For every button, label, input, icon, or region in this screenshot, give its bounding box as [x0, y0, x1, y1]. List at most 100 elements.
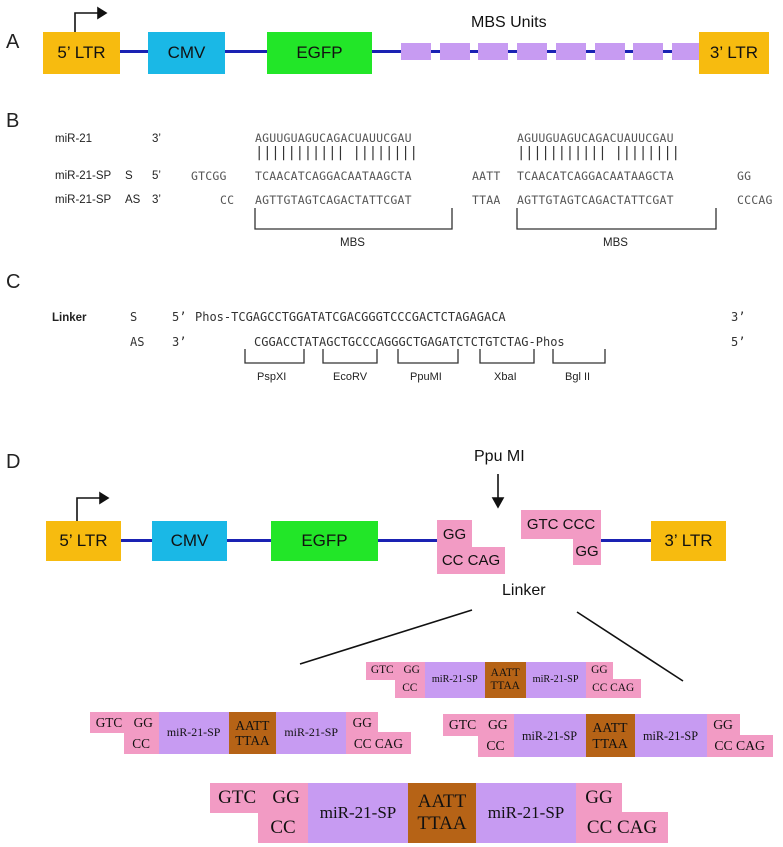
insert-text-cc-cag: CC CAG	[592, 682, 635, 695]
as-mbs-seq-right: AGTTGTAGTCAGACTATTCGAT	[517, 193, 674, 207]
insert-text-cc: CC	[270, 816, 296, 838]
mbs-label-right: MBS	[603, 237, 628, 249]
right-sticky-top: GTC CCC	[521, 510, 601, 539]
insert-text-sp: miR-21-SP	[319, 803, 397, 823]
linker-s-strand: S	[130, 310, 138, 324]
spacer-right-sp: miR-21-SP	[634, 714, 707, 758]
left-sticky-top: GG	[437, 520, 472, 548]
spacer-right-sp: miR-21-SP	[525, 662, 586, 698]
linker-as-seq: CGGACCTATAGCTGCCCAGGGCTGAGATCTCTGTCTAG-P…	[254, 335, 565, 349]
ltr5-box-a: 5’ LTR	[43, 32, 120, 74]
mir21-end: 3’	[152, 133, 161, 145]
insert-text-cc-cag: CC CAG	[353, 735, 403, 751]
linker-as-end3: 3’	[172, 335, 187, 349]
panel-label-b: B	[6, 110, 20, 132]
site-label-ppumi: PpuMI	[410, 371, 442, 383]
spacer-left-sp: miR-21-SP	[513, 714, 586, 758]
promoter-arrow-a	[74, 6, 108, 32]
cmv-box-d: CMV	[152, 521, 227, 561]
site-bracket-ppumi	[397, 349, 459, 364]
sticky-cc-cag: CC CAG	[346, 732, 411, 754]
site-bracket-ecorv	[322, 349, 378, 364]
insert-text-gg: GG	[713, 716, 733, 732]
promoter-arrow-d	[76, 491, 110, 521]
insert-text-cc: CC	[486, 738, 505, 754]
as-right-seq: CCCAG	[737, 193, 773, 207]
panel-label-d: D	[6, 451, 21, 473]
sp-s-strand: S	[125, 170, 133, 182]
mbs-bracket-left	[254, 208, 453, 230]
mbs-unit	[555, 43, 586, 60]
insert-text-ttaa: TTAA	[490, 680, 520, 692]
insert-text-gtc: GTC	[218, 787, 257, 809]
mbs-unit	[671, 43, 702, 60]
pairing-ticks-right: ||||||||||| ||||||||	[517, 145, 680, 161]
s-right-seq: GG	[737, 169, 752, 183]
insert-text-ttaa: TTAA	[592, 735, 628, 751]
sticky-cc-cag: CC CAG	[706, 734, 773, 758]
ppumi-down-arrow	[491, 474, 505, 509]
linker-as-strand: AS	[130, 335, 145, 349]
mbs-unit	[478, 43, 509, 60]
insert-text-aatt: AATT	[490, 666, 520, 679]
insert-text-sp: miR-21-SP	[431, 674, 478, 686]
site-bracket-pspxi	[244, 349, 305, 364]
insert-text-sp: miR-21-SP	[284, 725, 338, 740]
egfp-box-d: EGFP	[271, 521, 378, 561]
sticky-cc: CC	[258, 812, 308, 843]
s-left-seq: GTCGG	[191, 169, 227, 183]
s-mid-seq: AATT	[472, 169, 501, 183]
site-bracket-bglii	[552, 349, 606, 364]
pairing-ticks-left: ||||||||||| ||||||||	[255, 145, 418, 161]
mir21-seq-left: AGUUGUAGUCAGACUAUUCGAU	[255, 131, 412, 145]
insert-text-aatt: AATT	[417, 791, 467, 813]
zoom-line-right	[576, 611, 684, 682]
egfp-box-a: EGFP	[267, 32, 372, 74]
s-mbs-seq-left: TCAACATCAGGACAATAAGCTA	[255, 169, 412, 183]
sp-as-label: miR-21-SP	[55, 194, 112, 206]
mbs-unit	[633, 43, 664, 60]
insert-text-sp: miR-21-SP	[487, 803, 565, 823]
site-label-bglii: Bgl II	[565, 371, 591, 383]
sp-as-end: 3’	[152, 194, 161, 206]
spacer-right-sp: miR-21-SP	[276, 712, 347, 754]
mbs-unit	[439, 43, 470, 60]
insert-text-gtc: GTC	[95, 714, 123, 730]
as-left-seq: CC	[220, 193, 235, 207]
insert-text-cc: CC	[132, 735, 150, 751]
sticky-gtc-gg: GTC GG	[90, 712, 159, 733]
sticky-gtc-gg: GTC GG	[443, 714, 514, 736]
insert-text-gg: GG	[487, 716, 508, 732]
insert-text-cc: CC	[402, 682, 418, 695]
sticky-gg-right: GG	[576, 783, 622, 813]
site-bracket-xbai	[479, 349, 535, 364]
insert-text-sp: miR-21-SP	[642, 728, 699, 743]
sticky-gg-right: GG	[585, 662, 614, 680]
spacer-left-sp: miR-21-SP	[158, 712, 229, 754]
insert-text-gtc: GTC	[448, 716, 477, 732]
sticky-gg-right: GG	[346, 712, 379, 733]
insert-text-cc-cag: CC CAG	[586, 816, 658, 838]
mbs-unit	[594, 43, 625, 60]
spacer-left-sp: miR-21-SP	[424, 662, 485, 698]
ppumi-label: Ppu MI	[474, 448, 525, 465]
sticky-cc-cag: CC CAG	[585, 679, 641, 698]
insert-text-gg: GG	[352, 714, 372, 730]
insert-text-aatt: AATT	[592, 719, 628, 735]
site-label-xbai: XbaI	[494, 371, 517, 383]
insert-text-gg: GG	[591, 664, 608, 677]
sp-as-strand: AS	[125, 194, 141, 206]
insert-text-aatt: AATT	[235, 717, 270, 733]
cmv-box-a: CMV	[148, 32, 225, 74]
mir21-seq-right: AGUUGUAGUCAGACUAUUCGAU	[517, 131, 674, 145]
insert-text-gg: GG	[133, 714, 153, 730]
spacer-left-sp: miR-21-SP	[308, 783, 408, 843]
linker-label-d: Linker	[502, 582, 546, 599]
panel-label-c: C	[6, 271, 21, 293]
